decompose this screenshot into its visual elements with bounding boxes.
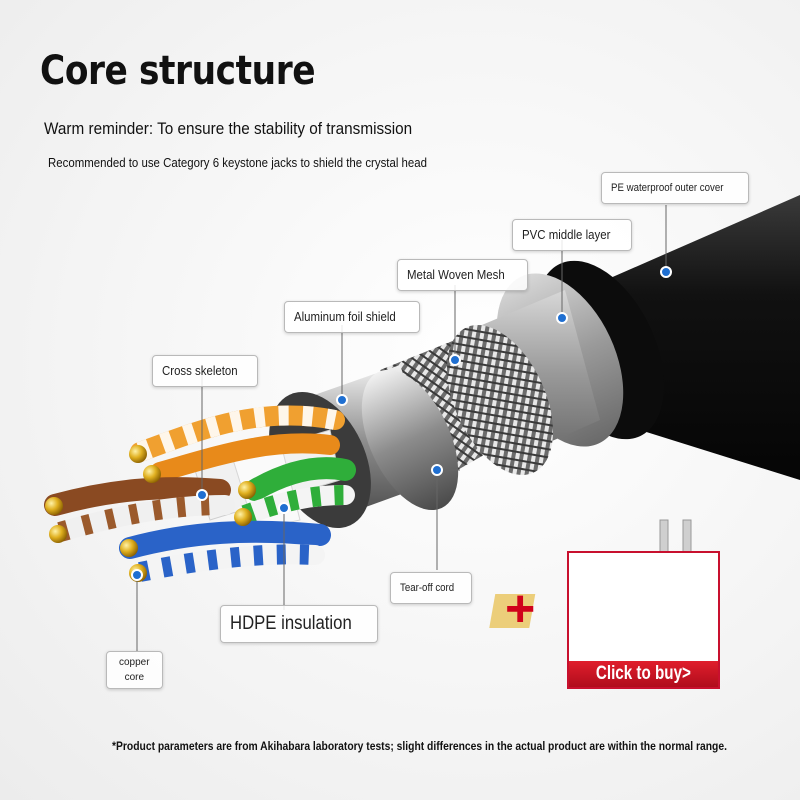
footnote: *Product parameters are from Akihabara l… [112, 739, 727, 753]
wire-green-pair [244, 457, 356, 501]
click-to-buy-button[interactable]: Click to buy> [569, 661, 718, 687]
callout-pe-outer-cover: PE waterproof outer cover [601, 172, 749, 204]
callout-metal-woven-mesh: Metal Woven Mesh [397, 259, 529, 291]
wire-brown-pair [44, 477, 231, 516]
copper-core-line2: core [124, 672, 145, 683]
dot-tearoff [431, 464, 443, 476]
plus-icon: + [505, 580, 536, 638]
dot-foil [336, 394, 348, 406]
dot-mesh [449, 354, 461, 366]
pe-outer-jacket [560, 195, 800, 480]
callout-pvc-middle-layer: PVC middle layer [512, 219, 633, 251]
callout-aluminum-foil-shield: Aluminum foil shield [284, 301, 420, 333]
dot-pvc [556, 312, 568, 324]
page-title: Core structure [40, 48, 316, 94]
dot-pe [660, 266, 672, 278]
callout-copper-core: copper core [106, 651, 163, 689]
wire-blue-pair [119, 520, 331, 559]
buy-card[interactable]: Click to buy> [567, 551, 720, 689]
callout-hdpe-insulation: HDPE insulation [220, 605, 379, 643]
dot-hdpe [278, 502, 290, 514]
dot-copper [131, 569, 143, 581]
callout-tear-off-cord: Tear-off cord [390, 572, 472, 604]
callout-cross-skeleton: Cross skeleton [152, 355, 258, 387]
dot-skeleton [196, 489, 208, 501]
recommendation-note: Recommended to use Category 6 keystone j… [48, 155, 428, 170]
warm-reminder: Warm reminder: To ensure the stability o… [44, 119, 413, 138]
copper-core-line1: copper [119, 657, 150, 668]
